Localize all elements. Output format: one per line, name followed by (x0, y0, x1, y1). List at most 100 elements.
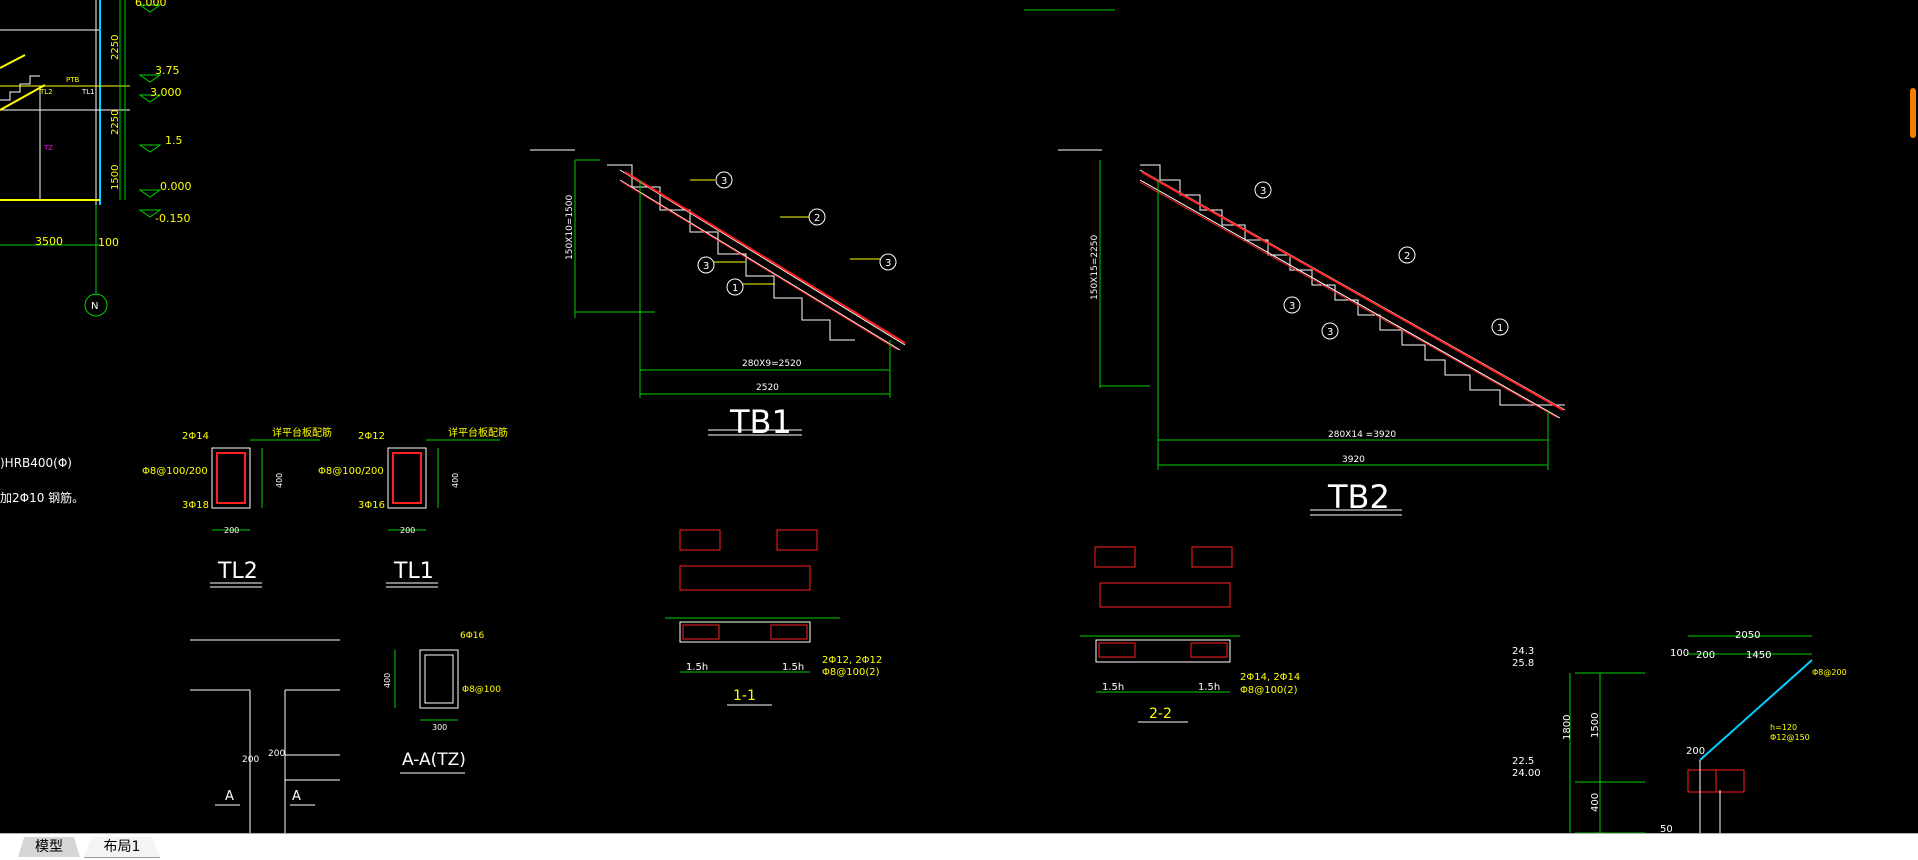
tl2-stirrup: Φ8@100/200 (142, 466, 208, 477)
label-tl1: TL1 (81, 88, 95, 96)
tl1-bottom-bars: 3Φ16 (358, 500, 385, 511)
section-1-note-b: Φ8@100(2) (822, 667, 880, 678)
tb2-dim-height: 150X15=2250 (1090, 234, 1100, 300)
level-0000: 0.000 (160, 180, 192, 193)
column-title: A-A(TZ) (402, 750, 466, 770)
tb2-mark-2: 2 (1404, 251, 1410, 262)
tl1-stirrup: Φ8@100/200 (318, 466, 384, 477)
dim-1500: 1500 (110, 165, 121, 190)
column-stirrup: Φ8@100 (462, 685, 501, 695)
section-1-dim-a: 1.5h (686, 662, 708, 673)
level-6000: 6.000 (135, 0, 167, 9)
dim-2250-a: 2250 (110, 35, 121, 60)
level-minus-0150: -0.150 (155, 212, 190, 225)
tl2-top-bars: 2Φ14 (182, 431, 209, 442)
tb2-title: TB2 (1327, 478, 1390, 516)
detail-dim-200-a: 200 (268, 749, 285, 759)
right-dim-100: 100 (1670, 648, 1689, 659)
right-level-3: 22.5 (1512, 756, 1534, 767)
level-3000: 3.000 (150, 86, 182, 99)
detail-dim-200-b: 200 (242, 755, 259, 765)
section-1-dim-b: 1.5h (782, 662, 804, 673)
left-note-1: )HRB400(Φ) (0, 456, 72, 470)
right-note-2: Φ12@150 (1770, 733, 1810, 742)
tl1-width: 200 (400, 526, 415, 535)
section-1-title: 1-1 (733, 688, 756, 704)
section-2-2 (1080, 546, 1240, 723)
section-2-dim-b: 1.5h (1198, 682, 1220, 693)
tb1-stair-detail (530, 149, 906, 436)
tb1-mark-3: 3 (703, 261, 709, 272)
label-tl2: TL2 (39, 88, 53, 96)
column-section (394, 649, 465, 774)
tb1-mark-2: 2 (814, 213, 820, 224)
tl1-top-bars: 2Φ12 (358, 431, 385, 442)
tb1-dim-total: 2520 (756, 383, 779, 393)
dim-2250-b: 2250 (110, 110, 121, 135)
tb2-mark-1: 3 (1260, 186, 1266, 197)
right-level-2: 25.8 (1512, 658, 1534, 669)
right-level-4: 24.00 (1512, 768, 1541, 779)
section-2-note-a: 2Φ14, 2Φ14 (1240, 672, 1300, 683)
tab-layout1[interactable]: 布局1 (84, 837, 160, 858)
left-note-2: 加2Φ10 钢筋。 (0, 490, 84, 505)
axis-n: N (91, 301, 98, 312)
tl1-height: 400 (451, 473, 460, 488)
tb1-mark-4: 3 (885, 258, 891, 269)
right-dim-200: 200 (1696, 650, 1715, 661)
tl2-height: 400 (275, 473, 284, 488)
section-2-dim-a: 1.5h (1102, 682, 1124, 693)
tab-model[interactable]: 模型 (18, 837, 80, 857)
right-dim-1450: 1450 (1746, 650, 1771, 661)
tl2-width: 200 (224, 526, 239, 535)
tl2-bottom-bars: 3Φ18 (182, 500, 209, 511)
right-dim-2050: 2050 (1735, 630, 1760, 641)
section-1-1 (665, 529, 840, 706)
level-1500: 1.5 (165, 134, 183, 147)
tl2-note: 详平台板配筋 (272, 426, 332, 439)
tb2-mark-3: 3 (1289, 301, 1295, 312)
tb2-dim-steps: 280X14 =3920 (1328, 430, 1396, 440)
column-top-bars: 6Φ16 (460, 631, 485, 641)
tl1-beam-section (386, 439, 500, 588)
label-ptb: PTB (66, 76, 79, 84)
tl1-note: 详平台板配筋 (448, 426, 508, 439)
section-2-title: 2-2 (1149, 706, 1172, 722)
tb2-dim-total: 3920 (1342, 455, 1365, 465)
level-3750: 3.75 (155, 64, 180, 77)
right-detail (1569, 635, 1813, 833)
section-mark-a-left: A (225, 789, 234, 804)
right-dim-1800: 1800 (1562, 715, 1573, 740)
right-dim-1500: 1500 (1590, 713, 1601, 738)
column-width: 300 (432, 723, 447, 732)
tb1-dim-steps: 280X9=2520 (742, 359, 802, 369)
section-2-note-b: Φ8@100(2) (1240, 685, 1298, 696)
dim-100: 100 (98, 236, 119, 249)
elevation-view (0, 0, 162, 317)
tl2-title: TL2 (217, 559, 258, 584)
vertical-scroll-indicator[interactable] (1910, 88, 1916, 138)
tb2-mark-4: 1 (1497, 323, 1503, 334)
label-tz: TZ (43, 144, 53, 152)
layout-tab-bar: 模型 布局1 (0, 833, 1918, 860)
section-1-note-a: 2Φ12, 2Φ12 (822, 655, 882, 666)
tb2-stair-detail (1058, 149, 1566, 516)
column-elevation (190, 639, 340, 833)
tb1-mark-5: 1 (732, 283, 738, 294)
right-note-3: h=120 (1770, 723, 1797, 732)
right-dim-200b: 200 (1686, 746, 1705, 757)
tb1-title: TB1 (729, 403, 792, 441)
right-dim-400: 400 (1590, 793, 1601, 812)
tl1-title: TL1 (393, 559, 434, 584)
right-level-1: 24.3 (1512, 646, 1534, 657)
right-dim-50: 50 (1660, 824, 1673, 833)
column-height: 400 (383, 673, 392, 688)
tb2-mark-5: 3 (1327, 327, 1333, 338)
tl2-beam-section (210, 439, 320, 588)
tb1-dim-height: 150X10=1500 (565, 194, 575, 260)
dim-3500: 3500 (35, 235, 63, 248)
tb1-mark-1: 3 (721, 176, 727, 187)
section-mark-a-right: A (292, 789, 301, 804)
cad-model-space[interactable]: 6.000 3.75 3.000 1.5 0.000 -0.150 3500 1… (0, 0, 1918, 833)
right-note-1: Φ8@200 (1812, 668, 1847, 677)
